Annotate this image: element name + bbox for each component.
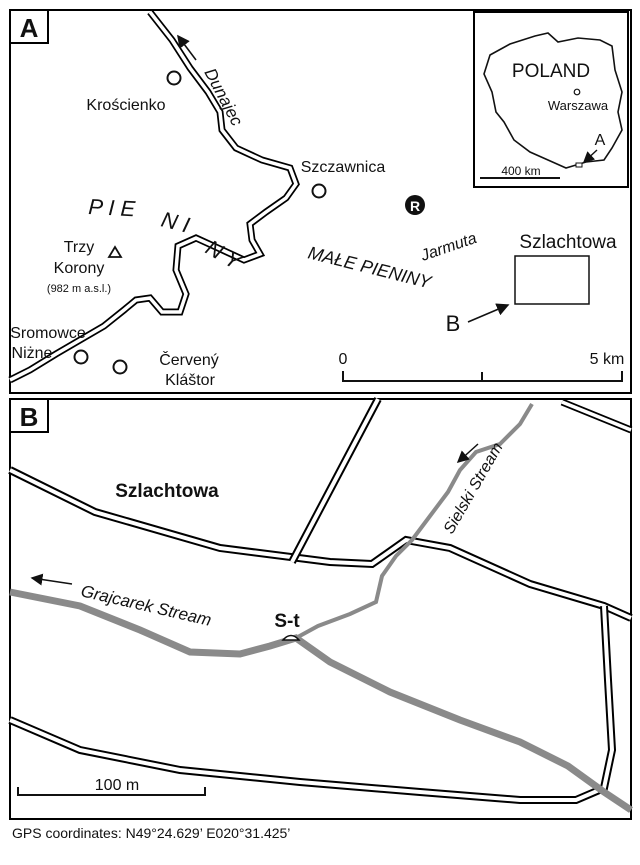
village-label-szlachtowa: Szlachtowa: [115, 481, 219, 502]
inset-pointer-label: A: [595, 132, 606, 149]
sielski-stream: [295, 402, 534, 640]
sielski-flow-arrow: [456, 443, 479, 464]
panel-a: A Dunajec Krościenko Szczawnica Szlachto…: [8, 9, 632, 394]
panel-b-label-box: [9, 398, 49, 433]
poland-outline: [483, 32, 623, 169]
town-label-cerveny-1: Červený: [159, 350, 219, 369]
peak-label-trzy: Trzy: [64, 239, 95, 256]
scale-a-end: 5 km: [590, 351, 625, 368]
scale-b-label: 100 m: [95, 777, 139, 794]
inset-country-label: POLAND: [512, 61, 590, 82]
area-b-box: [514, 255, 590, 305]
range-label-pieniny-1: P I E: [88, 194, 136, 221]
panel-a-label-box: [9, 9, 49, 44]
town-label-sromowce-1: Sromowce: [10, 325, 86, 342]
town-label-szczawnica: Szczawnica: [301, 159, 386, 176]
peak-label-korony: Korony: [54, 260, 105, 277]
inset-arrow: [582, 149, 598, 163]
inset-capital-label: Warszawa: [548, 98, 609, 113]
capital-marker: [573, 88, 581, 96]
town-label-szlachtowa: Szlachtowa: [519, 232, 617, 253]
marker-r-icon: [405, 195, 425, 215]
area-b-arrow: [467, 303, 510, 323]
dunajec-river: [8, 9, 300, 384]
inset-poland: POLAND Warszawa A 400 km: [473, 11, 629, 188]
town-marker-szczawnica: [311, 183, 327, 199]
panel-b-letter: B: [20, 402, 39, 432]
town-label-cerveny-2: Kláštor: [165, 372, 215, 389]
panel-b: B Szlachtowa Grajcarek Stream Sielski St…: [8, 397, 633, 820]
grajcarek-flow-arrow: [30, 573, 73, 586]
scale-a-start: 0: [339, 351, 348, 368]
inset-scale-label: 400 km: [501, 164, 540, 178]
gps-coordinates: GPS coordinates: N49°24.629’ E020°31.425…: [12, 825, 290, 841]
site-marker-icon: [281, 634, 301, 641]
town-marker-cerveny-klastor: [112, 359, 128, 375]
river-flow-arrow: [177, 34, 197, 61]
town-label-kroscienko: Krościenko: [86, 97, 165, 114]
town-marker-kroscienko: [166, 70, 182, 86]
peak-triangle-icon: [107, 245, 123, 258]
scale-bar-b: 100 m: [17, 777, 206, 796]
grajcarek-stream: [9, 588, 633, 813]
scale-bar-a: 0 5 km: [339, 351, 625, 382]
peak-elevation: (982 m a.s.l.): [47, 283, 111, 295]
town-marker-sromowce: [73, 349, 89, 365]
town-label-sromowce-2: Niżne: [12, 345, 53, 362]
inset-location-marker: [575, 162, 583, 168]
marker-r-letter: R: [410, 198, 420, 214]
site-label: S-t: [274, 611, 300, 632]
panel-a-letter: A: [20, 13, 39, 43]
area-b-pointer-label: B: [446, 311, 461, 336]
roads: [8, 397, 633, 804]
